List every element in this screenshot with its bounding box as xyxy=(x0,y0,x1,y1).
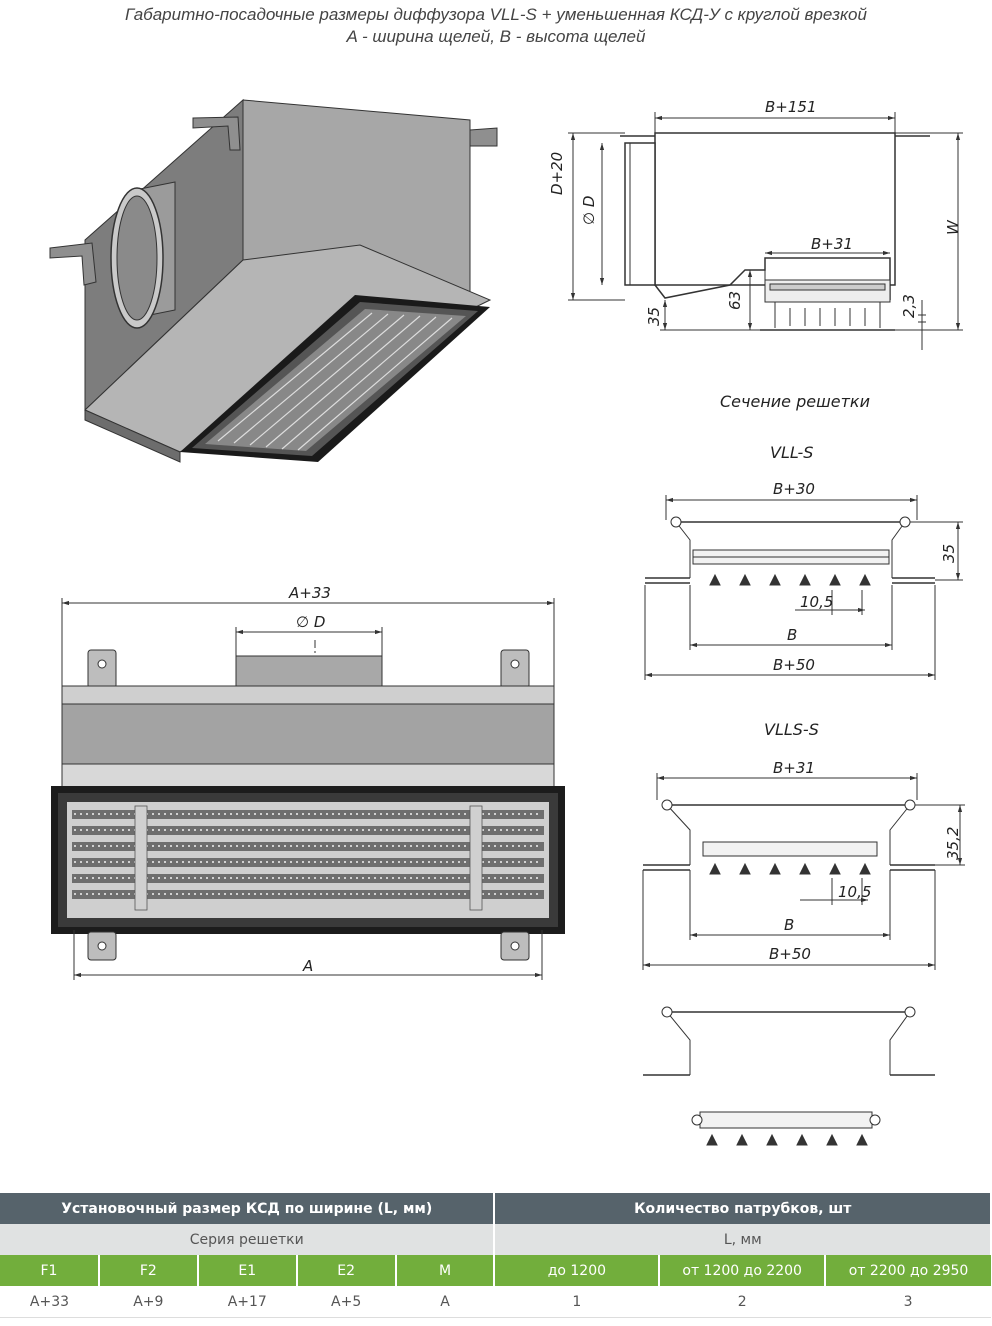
table-sub-right: L, мм xyxy=(494,1224,992,1255)
series-cell: F1 xyxy=(0,1255,100,1286)
series-cell: M xyxy=(395,1255,496,1286)
value-cell: A+33 xyxy=(0,1286,99,1318)
value-cell: A+9 xyxy=(98,1286,198,1318)
figure-title: Габаритно-посадочные размеры диффузора V… xyxy=(125,5,867,24)
front-view xyxy=(51,598,565,980)
vlls-dim-h: 35,2 xyxy=(944,826,962,860)
section-vll-s xyxy=(644,495,963,680)
front-dim-a: A xyxy=(303,957,314,975)
exploded-frame xyxy=(643,1006,935,1146)
dim-d20: D+20 xyxy=(548,151,566,195)
isometric-view xyxy=(49,98,498,463)
vll-dim-step: 10,5 xyxy=(800,593,834,611)
section-caption: Сечение решетки xyxy=(720,392,870,411)
vlls-name: VLLS-S xyxy=(764,720,819,739)
count-cell: 3 xyxy=(825,1286,991,1318)
vlls-dim-top: B+31 xyxy=(773,759,815,777)
vll-dim-h: 35 xyxy=(940,543,958,563)
vll-dim-top: B+30 xyxy=(773,480,815,498)
value-cell: A+17 xyxy=(197,1286,297,1318)
spec-table: Установочный размер КСД по ширине (L, мм… xyxy=(0,1193,992,1318)
value-cell: A xyxy=(395,1286,495,1318)
front-dim-a33: A+33 xyxy=(289,584,331,602)
dim-35-side: 35 xyxy=(645,306,663,326)
vlls-dim-b: B xyxy=(784,916,795,934)
dim-63: 63 xyxy=(726,290,744,310)
series-cell: E2 xyxy=(296,1255,397,1286)
count-cell: 2 xyxy=(659,1286,826,1318)
table-header-right: Количество патрубков, шт xyxy=(494,1193,992,1224)
front-dim-diam: ∅ D xyxy=(296,613,326,631)
dim-b151: B+151 xyxy=(765,98,817,116)
vll-dim-bottom: B+50 xyxy=(773,656,815,674)
range-cell: до 1200 xyxy=(494,1255,661,1286)
table-sub-left: Серия решетки xyxy=(0,1224,496,1255)
series-cell: F2 xyxy=(98,1255,199,1286)
count-cell: 1 xyxy=(494,1286,660,1318)
range-cell: от 1200 до 2200 xyxy=(659,1255,827,1286)
section-vlls-s xyxy=(642,773,965,970)
dim-23: 2,3 xyxy=(900,294,918,318)
vlls-dim-bottom: B+50 xyxy=(769,945,811,963)
value-cell: A+5 xyxy=(296,1286,396,1318)
table-header-left: Установочный размер КСД по ширине (L, мм… xyxy=(0,1193,496,1224)
series-cell: E1 xyxy=(197,1255,298,1286)
vll-dim-b: B xyxy=(787,626,798,644)
vlls-dim-step: 10,5 xyxy=(838,883,872,901)
dim-w: W xyxy=(944,220,962,235)
dim-b31-side: B+31 xyxy=(811,235,853,253)
range-cell: от 2200 до 2950 xyxy=(825,1255,991,1286)
figure-subtitle: A - ширина щелей, В - высота щелей xyxy=(346,27,646,46)
vll-name: VLL-S xyxy=(770,443,814,462)
dim-diam-side: ∅ D xyxy=(580,195,598,225)
drawings xyxy=(49,98,965,1146)
side-view xyxy=(568,112,963,350)
